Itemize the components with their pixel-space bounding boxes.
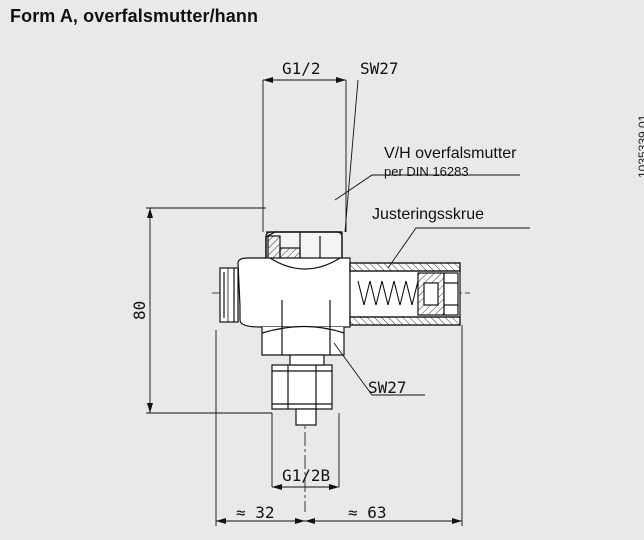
label-wrench-top: SW27 <box>360 59 399 78</box>
label-nut-standard: per DIN 16283 <box>384 164 469 179</box>
label-thread-bottom: G1/2B <box>282 466 330 485</box>
label-adjust-screw: Justeringsskrue <box>372 206 484 223</box>
arrowheads <box>147 77 462 524</box>
label-dim-left: ≈ 32 <box>236 503 275 522</box>
label-dim-height: 80 <box>130 301 149 320</box>
label-nut-name: V/H overfalsmutter <box>384 145 517 162</box>
label-wrench-bottom: SW27 <box>368 378 407 397</box>
tee-body <box>219 257 351 356</box>
bottom-connector <box>271 354 333 426</box>
drawing-title: Form A, overfalsmutter/hann <box>10 6 259 26</box>
adjust-screw-housing <box>349 262 461 326</box>
label-dim-right: ≈ 63 <box>348 503 387 522</box>
label-thread-top: G1/2 <box>282 59 321 78</box>
